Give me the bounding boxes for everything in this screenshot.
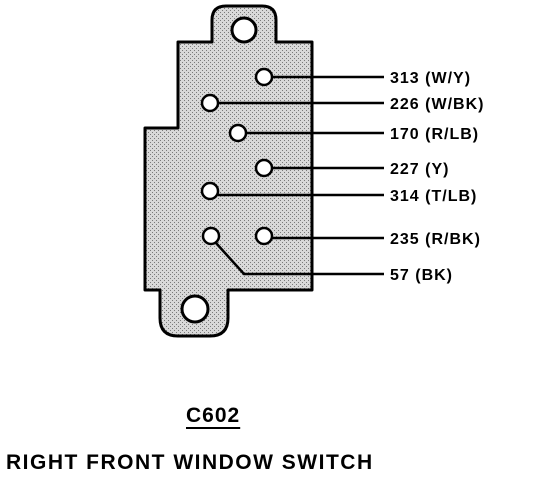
pin-cavity-235	[254, 226, 274, 246]
pin-label-314: 314 (T/LB)	[390, 188, 477, 205]
pin-cavity-314	[200, 181, 220, 201]
connector-title: RIGHT FRONT WINDOW SWITCH	[6, 451, 374, 474]
connector-id: C602	[186, 404, 241, 427]
pin-label-57: 57 (BK)	[390, 267, 453, 284]
pin-cavity-170	[228, 123, 248, 143]
pin-cavity-57	[201, 226, 221, 246]
top-mounting-hole	[230, 16, 258, 44]
pin-label-170: 170 (R/LB)	[390, 126, 479, 143]
pin-label-227: 227 (Y)	[390, 161, 449, 178]
pin-cavity-227	[254, 158, 274, 178]
pin-cavity-226	[200, 93, 220, 113]
pin-label-226: 226 (W/BK)	[390, 96, 484, 113]
connector-housing	[143, 4, 314, 338]
pin-57-leader	[215, 242, 384, 276]
bottom-mounting-hole	[180, 294, 210, 324]
pin-label-235: 235 (R/BK)	[390, 231, 481, 248]
pin-label-313: 313 (W/Y)	[390, 70, 471, 87]
pin-cavity-313	[254, 67, 274, 87]
